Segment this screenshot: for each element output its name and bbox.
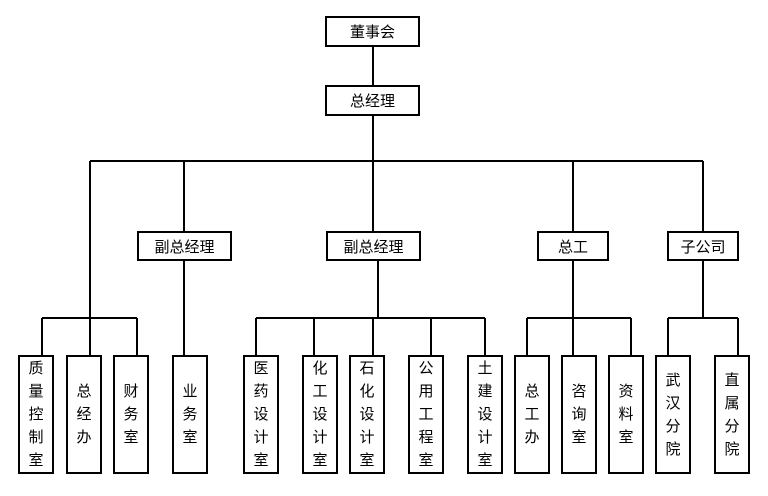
dept-general-office: 总经办 — [66, 355, 102, 474]
dept-label-char: 控 — [28, 405, 44, 423]
dept-label-char: 设 — [359, 405, 375, 423]
dept-label-char: 制 — [28, 428, 44, 446]
dept-label-char: 院 — [665, 439, 681, 458]
dept-label-char: 室 — [28, 451, 44, 469]
dept-label-char: 石 — [359, 359, 375, 377]
dept-label-char: 化 — [312, 359, 328, 377]
board-box: 董事会 — [325, 16, 420, 47]
dept-label-char: 室 — [123, 428, 139, 446]
dept-label-char: 汉 — [665, 393, 681, 412]
dept-label-char: 计 — [359, 428, 375, 446]
dept-label-char: 经 — [76, 405, 92, 423]
dept-business: 业务室 — [172, 355, 208, 474]
dept-label-char: 室 — [359, 451, 375, 469]
dept-label-char: 公 — [418, 359, 434, 377]
dept-label-char: 设 — [477, 405, 493, 423]
dept-petrochemical-design: 石化设计室 — [349, 355, 385, 474]
dept-label-char: 料 — [618, 405, 634, 423]
dept-label-char: 总 — [524, 382, 540, 400]
general-manager-box: 总经理 — [325, 85, 420, 116]
dept-civil-design: 土建设计室 — [467, 355, 503, 474]
dept-label-char: 建 — [477, 382, 493, 400]
dept-label-char: 财 — [123, 382, 139, 400]
dept-label-char: 室 — [477, 451, 493, 469]
dept-label-char: 办 — [524, 428, 540, 446]
dept-label-char: 计 — [477, 428, 493, 446]
dept-label-char: 室 — [571, 428, 587, 446]
dept-label-char: 属 — [724, 393, 740, 412]
dept-label-char: 室 — [182, 428, 198, 446]
dept-wuhan-branch: 武汉分院 — [655, 355, 691, 474]
dept-label-char: 设 — [312, 405, 328, 423]
vice-manager-box-2: 副总经理 — [326, 231, 421, 261]
dept-engineering-office: 总工办 — [514, 355, 550, 474]
dept-archives: 资料室 — [608, 355, 644, 474]
dept-label-char: 询 — [571, 405, 587, 423]
dept-label-char: 医 — [253, 359, 269, 377]
dept-finance: 财务室 — [113, 355, 149, 474]
dept-label-char: 设 — [253, 405, 269, 423]
dept-consulting: 咨询室 — [561, 355, 597, 474]
chief-engineer-box: 总工 — [537, 231, 609, 261]
dept-label-char: 化 — [359, 382, 375, 400]
dept-label-char: 直 — [724, 370, 740, 389]
dept-label-char: 室 — [418, 451, 434, 469]
dept-label-char: 业 — [182, 382, 198, 400]
dept-label-char: 量 — [28, 382, 44, 400]
dept-label-char: 办 — [76, 428, 92, 446]
dept-label-char: 工 — [524, 405, 540, 423]
dept-label-char: 武 — [665, 370, 681, 389]
dept-label-char: 务 — [182, 405, 198, 423]
dept-label-char: 质 — [28, 359, 44, 377]
dept-label-char: 总 — [76, 382, 92, 400]
dept-label-char: 室 — [618, 428, 634, 446]
dept-label-char: 计 — [253, 428, 269, 446]
dept-label-char: 分 — [724, 416, 740, 435]
dept-label-char: 工 — [418, 405, 434, 423]
dept-label-char: 务 — [123, 405, 139, 423]
dept-direct-branch: 直属分院 — [714, 355, 750, 474]
dept-label-char: 工 — [312, 382, 328, 400]
dept-label-char: 室 — [253, 451, 269, 469]
dept-label-char: 用 — [418, 382, 434, 400]
dept-label-char: 计 — [312, 428, 328, 446]
dept-label-char: 程 — [418, 428, 434, 446]
dept-quality-control: 质量控制室 — [18, 355, 54, 474]
dept-label-char: 药 — [253, 382, 269, 400]
dept-chemical-design: 化工设计室 — [302, 355, 338, 474]
subsidiary-box: 子公司 — [667, 231, 739, 261]
dept-label-char: 土 — [477, 359, 493, 377]
dept-label-char: 室 — [312, 451, 328, 469]
dept-pharma-design: 医药设计室 — [243, 355, 279, 474]
dept-label-char: 分 — [665, 416, 681, 435]
dept-utilities-engineering: 公用工程室 — [408, 355, 444, 474]
dept-label-char: 咨 — [571, 382, 587, 400]
vice-manager-box-1: 副总经理 — [137, 231, 232, 261]
dept-label-char: 资 — [618, 382, 634, 400]
dept-label-char: 院 — [724, 439, 740, 458]
